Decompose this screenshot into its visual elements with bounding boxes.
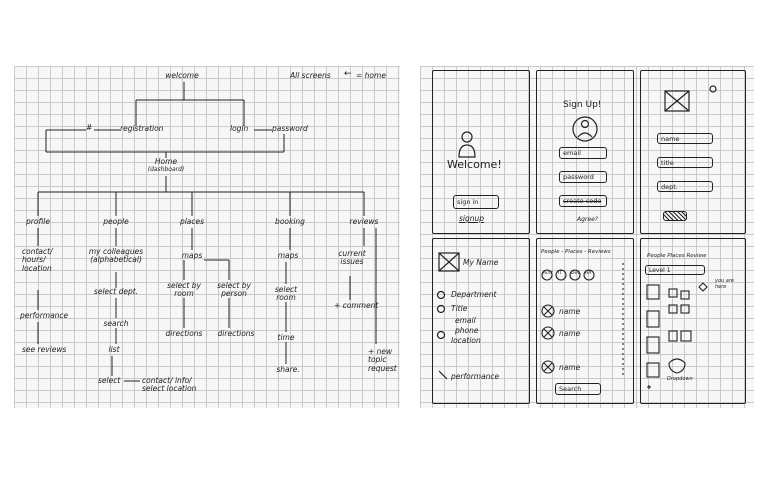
profile-icons [436, 252, 460, 380]
floor-map [646, 282, 708, 389]
level-dropdown[interactable]: Level 1 [645, 265, 705, 275]
image-placeholder-icon [664, 85, 717, 112]
node-password: password [272, 124, 308, 133]
chip-dev[interactable]: Dev [571, 271, 580, 276]
node-registration: registration [120, 124, 164, 133]
note-all-screens: All screens [290, 71, 331, 80]
dept-field[interactable]: dept. [657, 181, 713, 192]
places-tabs[interactable]: People Places Review [647, 253, 707, 259]
signin-button[interactable]: sign in [453, 195, 499, 209]
welcome-title: Welcome! [447, 158, 502, 171]
title-field[interactable]: title [657, 157, 713, 168]
signup-title: Sign Up! [563, 100, 602, 110]
places-select-room: select by room [167, 281, 201, 299]
node-dashboard: (dashboard) [147, 166, 185, 173]
profile-location: location [451, 336, 481, 345]
section-people: people [103, 217, 129, 226]
people-tabs[interactable]: People - Places - Reviews [541, 249, 611, 255]
places-directions-2: directions [217, 329, 255, 338]
sitemap-connectors [37, 82, 377, 382]
dropdown-label: Dropdown [667, 376, 693, 382]
places-directions-1: directions [165, 329, 203, 338]
you-are-here: you are here [715, 278, 734, 290]
people-colleagues: my colleagues (alphabetical) [88, 247, 144, 265]
person-icon [458, 131, 476, 158]
section-profile: profile [26, 217, 50, 226]
booking-time: time [277, 333, 295, 342]
profile-department: Department [451, 290, 497, 299]
section-reviews: reviews [349, 217, 379, 226]
chip-hr[interactable]: HR [585, 271, 592, 276]
email-field[interactable]: email [559, 147, 607, 159]
node-welcome: welcome [165, 71, 199, 80]
node-login: login [230, 124, 249, 133]
profile-name: My Name [463, 258, 499, 267]
profile-see-reviews: see reviews [22, 345, 67, 354]
people-row-2[interactable]: name [559, 329, 581, 338]
wireframe-welcome: Welcome! sign in signup [432, 70, 530, 234]
section-booking: booking [275, 217, 305, 226]
reviews-current-issues: current issues [338, 249, 366, 267]
wireframes-sheet: Welcome! sign in signup Sign Up! email p… [420, 66, 754, 408]
places-maps: maps [181, 251, 203, 260]
booking-select-room: select room [274, 285, 298, 303]
reviews-comment: + comment [334, 301, 379, 310]
profile-performance-link[interactable]: performance [451, 372, 500, 381]
people-row-3[interactable]: name [559, 363, 581, 372]
note-home: = home [356, 71, 386, 80]
search-button[interactable]: Search [555, 383, 601, 395]
chip-acct[interactable]: Acct [543, 271, 553, 276]
people-search: search [103, 319, 129, 328]
wireframe-profile: My Name Department Title email phone loc… [432, 238, 530, 404]
people-icons [541, 263, 624, 375]
people-select: select [98, 376, 121, 385]
booking-share: share. [276, 365, 300, 374]
booking-maps: maps [277, 251, 299, 260]
people-select-dept: select dept. [93, 287, 139, 296]
profile-phone: phone [455, 326, 479, 335]
places-select-person: select by person [217, 281, 251, 299]
section-places: places [179, 217, 205, 226]
submit-button[interactable] [663, 211, 687, 221]
create-code-field[interactable]: create code [559, 195, 607, 207]
password-field[interactable]: password [559, 171, 607, 183]
profile-title: Title [451, 304, 468, 313]
node-hash: # [86, 123, 93, 132]
reviews-new-topic: + new topic request [368, 347, 397, 373]
wireframe-profile-form: name title dept. [640, 70, 746, 234]
sitemap-sheet: welcome All screens ← = home # registrat… [14, 66, 400, 408]
wireframe-people: People - Places - Reviews Acct IT Dev HR… [536, 238, 634, 404]
node-home: Home [154, 157, 178, 166]
arrow-left-icon: ← [344, 69, 352, 79]
people-row-1[interactable]: name [559, 307, 581, 316]
avatar-icon [572, 116, 598, 142]
chip-it[interactable]: IT [558, 271, 563, 276]
signup-link[interactable]: signup [459, 214, 485, 223]
name-field[interactable]: name [657, 133, 713, 144]
profile-email: email [455, 316, 476, 325]
profile-performance: performance [20, 311, 69, 320]
people-contact-info: contact/ info/ select location [142, 376, 197, 394]
agree-link[interactable]: Agree? [577, 216, 598, 223]
wireframe-places: People Places Review Level 1 you are her… [640, 238, 746, 404]
people-list: list [108, 345, 120, 354]
wireframe-signup: Sign Up! email password create code Agre… [536, 70, 634, 234]
profile-contact: contact/ hours/ location [22, 247, 53, 273]
